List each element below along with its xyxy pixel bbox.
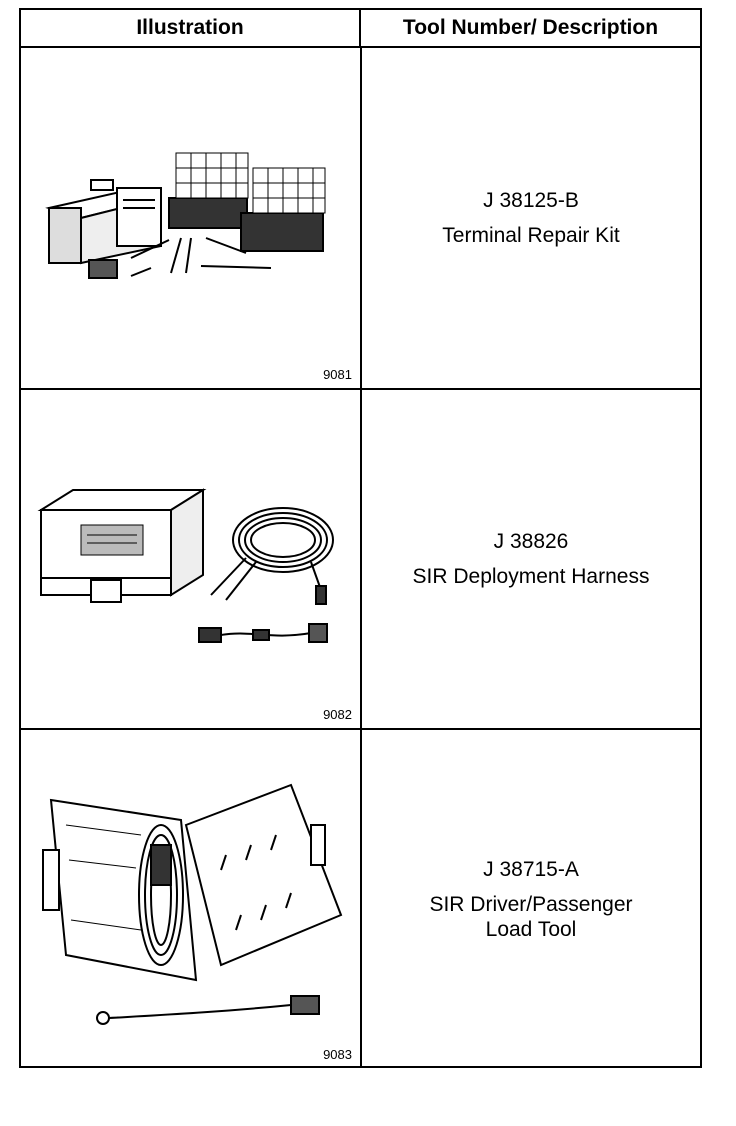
description-terminal-repair-kit: J 38125-B Terminal Repair Kit xyxy=(362,48,700,388)
illustration-terminal-repair-kit: 9081 xyxy=(21,48,360,388)
tool-description-line-1: SIR Driver/Passenger xyxy=(429,892,633,916)
tool-number: J 38826 xyxy=(493,530,569,553)
tool-description: Terminal Repair Kit xyxy=(442,224,620,247)
illustration-sir-deployment-harness: 9082 xyxy=(21,390,360,728)
column-header-tool-description: Tool Number/ Description xyxy=(361,10,700,48)
row-divider xyxy=(21,728,700,730)
description-sir-deployment-harness: J 38826 SIR Deployment Harness xyxy=(362,390,700,728)
tool-description: SIR Deployment Harness xyxy=(412,565,650,588)
tool-number: J 38125-B xyxy=(483,189,579,212)
row-divider xyxy=(21,388,700,390)
sir-load-tool-image xyxy=(42,783,343,1025)
tool-description-line-2: Load Tool xyxy=(485,917,577,941)
figure-number: 9082 xyxy=(323,707,352,722)
column-divider xyxy=(360,48,362,1068)
description-sir-load-tool: J 38715-A SIR Driver/Passenger Load Tool xyxy=(362,730,700,1068)
terminal-repair-kit-image xyxy=(45,152,326,279)
figure-number: 9081 xyxy=(323,367,352,382)
figure-number: 9083 xyxy=(323,1047,352,1062)
tool-table: Illustration Tool Number/ Description xyxy=(19,8,702,1068)
tool-number: J 38715-A xyxy=(483,857,579,881)
illustration-sir-load-tool: 9083 xyxy=(21,730,360,1068)
column-header-illustration: Illustration xyxy=(21,10,361,48)
sir-deployment-harness-image xyxy=(37,488,334,643)
